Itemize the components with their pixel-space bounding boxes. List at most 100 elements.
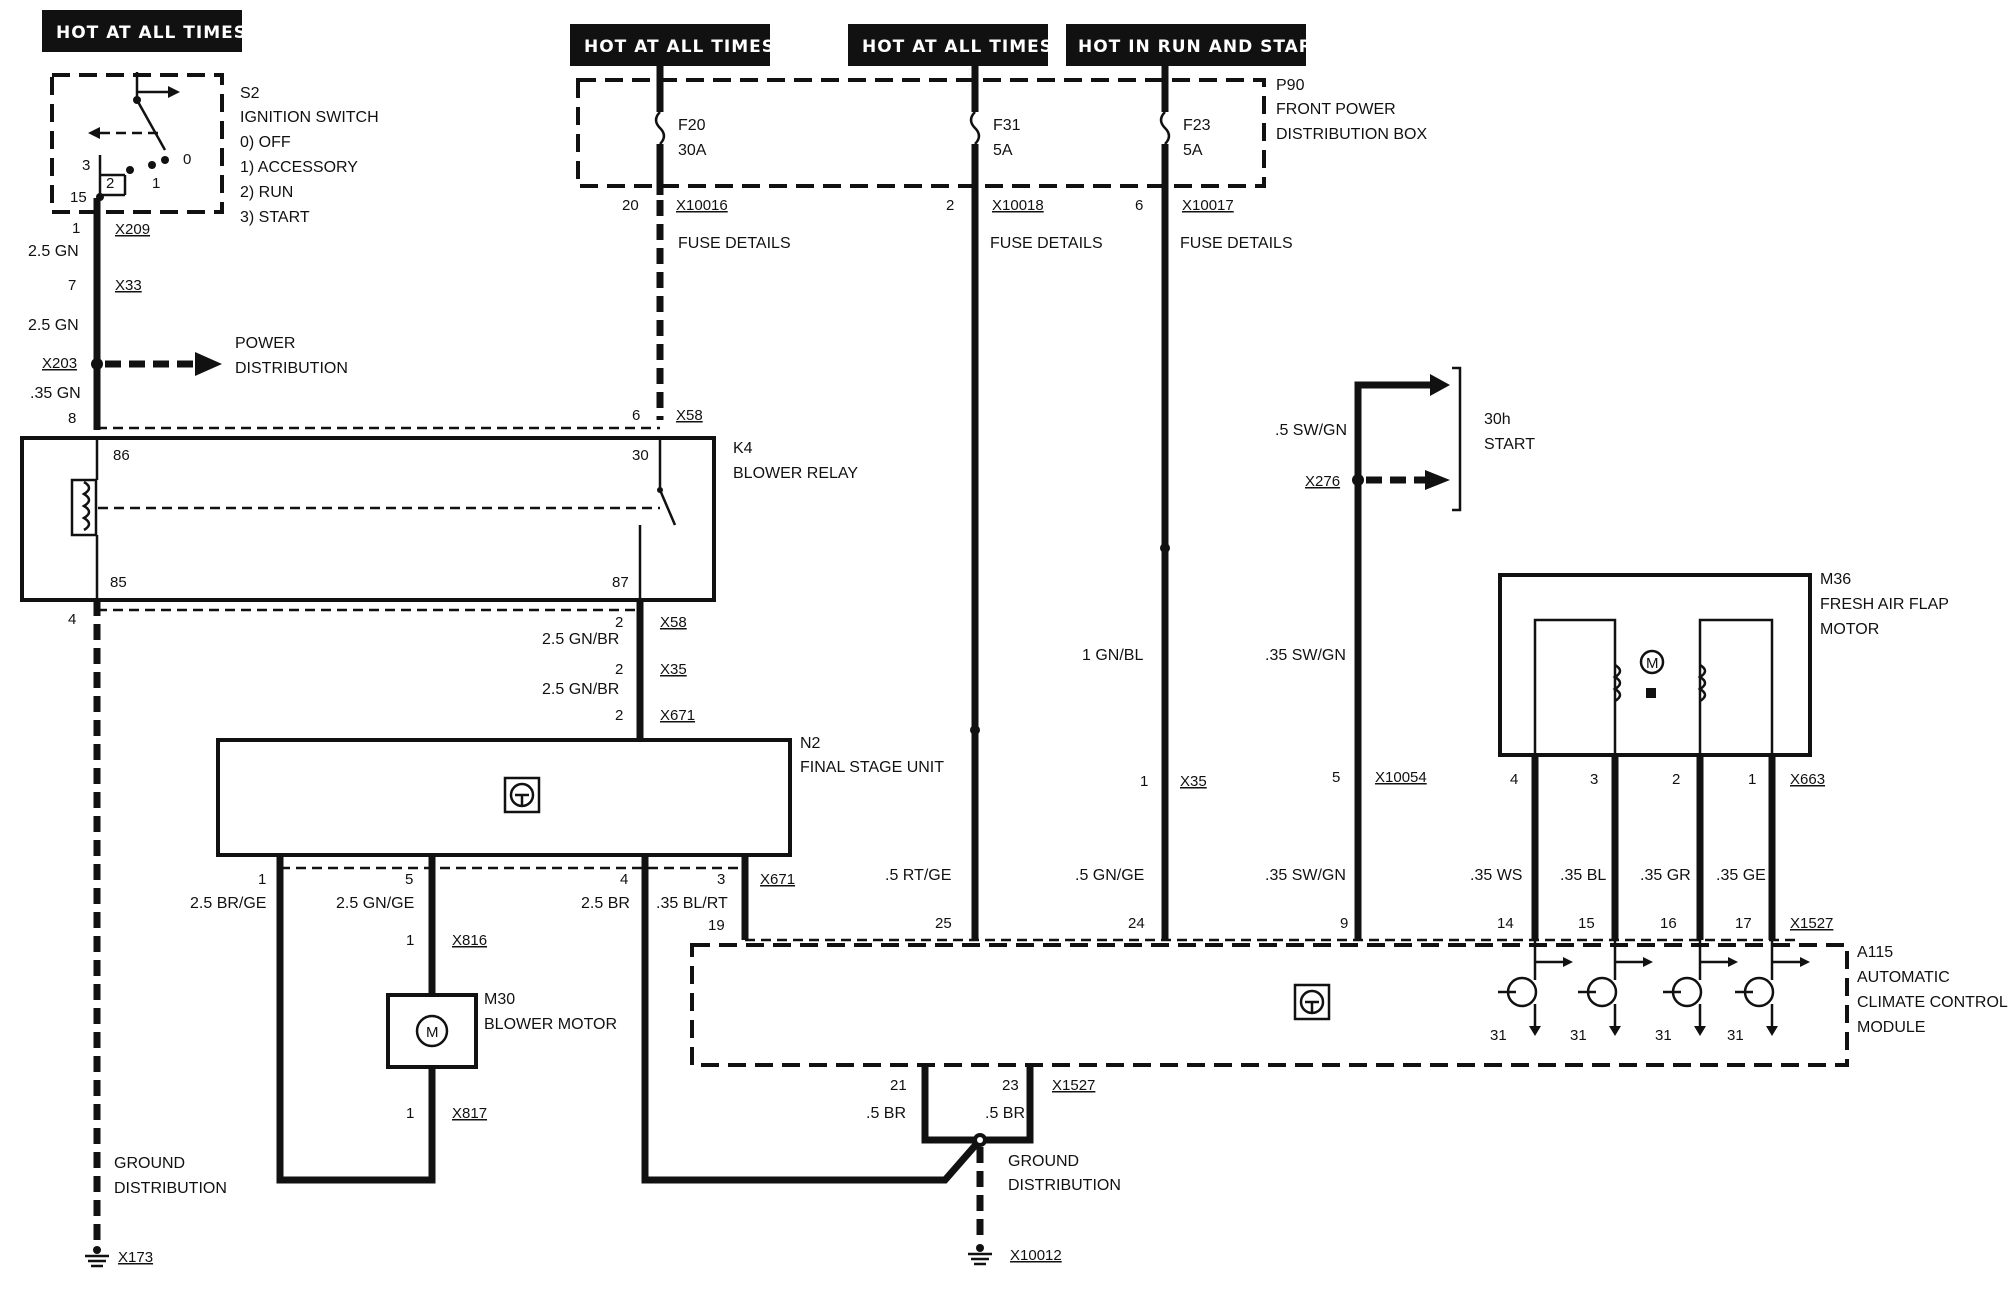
pin-24: 24 <box>1128 915 1145 932</box>
wire-2.5-gn-b: 2.5 GN <box>28 317 79 334</box>
p90-fuse-box <box>576 78 1266 188</box>
connector-x35-b: X35 <box>1180 773 1207 790</box>
x10054-pin-5: 5 <box>1332 769 1340 786</box>
fuse-f23-name: F23 <box>1183 117 1211 134</box>
connector-x10054: X10054 <box>1375 769 1427 786</box>
pin-21: 21 <box>890 1077 907 1094</box>
wire-2.5-gn-br-1: 2.5 GN/BR <box>542 631 619 648</box>
m30-blower-motor: M <box>386 993 478 1069</box>
power-distribution-1: POWER <box>235 335 295 352</box>
pin-2-c: 2 <box>615 707 623 724</box>
n2-pin-3: 3 <box>717 871 725 888</box>
x35-pin-1: 1 <box>1140 773 1148 790</box>
start-bracket <box>1452 366 1462 512</box>
fuse-f31 <box>969 66 981 195</box>
wire-.5-br-a: .5 BR <box>866 1105 906 1122</box>
a115-line2: CLIMATE CONTROL <box>1857 994 2008 1011</box>
svg-text:HOT AT ALL TIMES: HOT AT ALL TIMES <box>584 37 775 57</box>
p90-line2: DISTRIBUTION BOX <box>1276 126 1427 143</box>
svg-text:HOT IN RUN AND START: HOT IN RUN AND START <box>1078 37 1325 57</box>
ground-dist-1b: DISTRIBUTION <box>114 1180 227 1197</box>
fuse-f23-rating: 5A <box>1183 142 1203 159</box>
wire-.35-ws: .35 WS <box>1470 867 1522 884</box>
wire-left-main <box>91 198 222 430</box>
m36-pin-4: 4 <box>1510 771 1518 788</box>
wire-.5-gn-ge: .5 GN/GE <box>1075 867 1144 884</box>
m30-pin-1-bottom: 1 <box>406 1105 414 1122</box>
m30-name: BLOWER MOTOR <box>484 1016 617 1033</box>
fuse-f20-rating: 30A <box>678 142 707 159</box>
ignition-switch-s2: 3 2 1 0 15 <box>50 72 224 214</box>
m36-pin-1: 1 <box>1748 771 1756 788</box>
connector-x173: X173 <box>118 1249 153 1266</box>
a115-transistor-1 <box>1498 940 1573 1036</box>
k4-coil <box>70 438 660 600</box>
pin-14: 14 <box>1497 915 1514 932</box>
s2-pos-0: 0) OFF <box>240 134 291 151</box>
pin-2-fuse: 2 <box>946 197 954 214</box>
wire-.35-gr: .35 GR <box>1640 867 1691 884</box>
k4-pin-87: 87 <box>612 574 629 591</box>
wire-2.5-gn-a: 2.5 GN <box>28 243 79 260</box>
connector-x671-b: X671 <box>760 871 795 888</box>
s2-terminal-3: 3 <box>82 157 90 174</box>
start-30h: 30h <box>1484 411 1511 428</box>
k4-blower-relay <box>20 436 716 602</box>
pin-7: 7 <box>68 277 76 294</box>
wire-.5-br-b: .5 BR <box>985 1105 1025 1122</box>
s2-terminal-15: 15 <box>70 189 87 206</box>
ground-31-d: 31 <box>1727 1027 1744 1044</box>
k4-name: BLOWER RELAY <box>733 465 858 482</box>
s2-pos-3: 3) START <box>240 209 310 226</box>
ground-icon-x10012 <box>968 1244 992 1266</box>
a115-electronic-icon <box>1293 983 1331 1021</box>
a115-id: A115 <box>1857 944 1893 961</box>
m36-fresh-air-flap-motor <box>1498 573 1812 757</box>
connector-x33: X33 <box>115 277 142 294</box>
m36-line1: FRESH AIR FLAP <box>1820 596 1949 613</box>
header-hot-at-all-times-2: HOT AT ALL TIMES <box>570 24 775 66</box>
pin-9: 9 <box>1340 915 1348 932</box>
wire-.35-gn: .35 GN <box>30 385 81 402</box>
m30-pin-1-top: 1 <box>406 932 414 949</box>
ground-31-c: 31 <box>1655 1027 1672 1044</box>
n2-pin-1: 1 <box>258 871 266 888</box>
ground-dist-2a: GROUND <box>1008 1153 1079 1170</box>
wire-1-gn-bl: 1 GN/BL <box>1082 647 1143 664</box>
m36-inner-circuit: M <box>1533 618 1774 755</box>
a115-line1: AUTOMATIC <box>1857 969 1950 986</box>
power-distribution-2: DISTRIBUTION <box>235 360 348 377</box>
wire-2.5-gn-br-2: 2.5 GN/BR <box>542 681 619 698</box>
m30-motor-glyph: M <box>426 1024 439 1041</box>
pin-19: 19 <box>708 917 725 934</box>
m36-id: M36 <box>1820 571 1851 588</box>
n2-pin-4: 4 <box>620 871 628 888</box>
connector-x58-top: X58 <box>676 407 703 424</box>
pin-16: 16 <box>1660 915 1677 932</box>
k4-pin-85: 85 <box>110 574 127 591</box>
wire-n2-pin4-ground <box>641 855 983 1184</box>
wire-.35-ge: .35 GE <box>1716 867 1766 884</box>
s2-pos-1: 1) ACCESSORY <box>240 159 358 176</box>
wire-n2-pin1-loop <box>276 855 436 1184</box>
fuse-details-3: FUSE DETAILS <box>1180 235 1293 252</box>
pin-6-fuse: 6 <box>1135 197 1143 214</box>
a115-line3: MODULE <box>1857 1019 1925 1036</box>
header-hot-in-run-and-start: HOT IN RUN AND START <box>1066 24 1325 66</box>
m36-pin-2: 2 <box>1672 771 1680 788</box>
pin-2-a: 2 <box>615 614 623 631</box>
pin-4: 4 <box>68 611 76 628</box>
connector-x1527-bottom: X1527 <box>1052 1077 1095 1094</box>
n2-pin-5: 5 <box>405 871 413 888</box>
wire-.5-rt-ge: .5 RT/GE <box>885 867 951 884</box>
pin-20: 20 <box>622 197 639 214</box>
connector-x10018: X10018 <box>992 197 1044 214</box>
wire-.35-sw-gn-b: .35 SW/GN <box>1265 867 1346 884</box>
connector-x817: X817 <box>452 1105 487 1122</box>
connector-x35-a: X35 <box>660 661 687 678</box>
connector-x663: X663 <box>1790 771 1825 788</box>
wire-2.5-br-ge: 2.5 BR/GE <box>190 895 266 912</box>
k4-id: K4 <box>733 440 753 457</box>
ground-dist-2b: DISTRIBUTION <box>1008 1177 1121 1194</box>
